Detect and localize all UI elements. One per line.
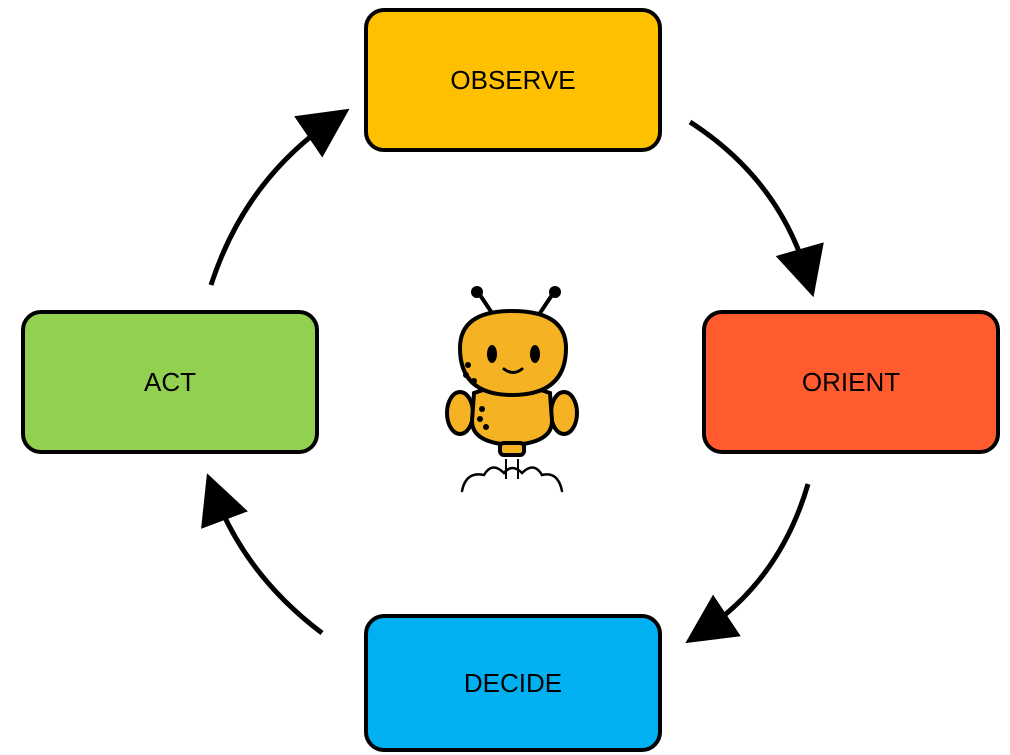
act-box: ACT	[21, 310, 319, 454]
observe-label: OBSERVE	[450, 64, 576, 95]
arrow-act-to-observe	[208, 108, 350, 286]
arrow-decide-to-act	[201, 473, 324, 635]
decide-box: DECIDE	[364, 614, 662, 752]
robot-mascot-icon	[445, 286, 579, 493]
orient-label: ORIENT	[801, 366, 901, 397]
observe-box: OBSERVE	[364, 8, 662, 152]
arrow-orient-to-decide	[685, 483, 811, 644]
arrow-observe-to-orient	[688, 119, 824, 298]
act-label: ACT	[144, 366, 196, 397]
orient-box: ORIENT	[702, 310, 1000, 454]
decide-label: DECIDE	[463, 667, 563, 698]
